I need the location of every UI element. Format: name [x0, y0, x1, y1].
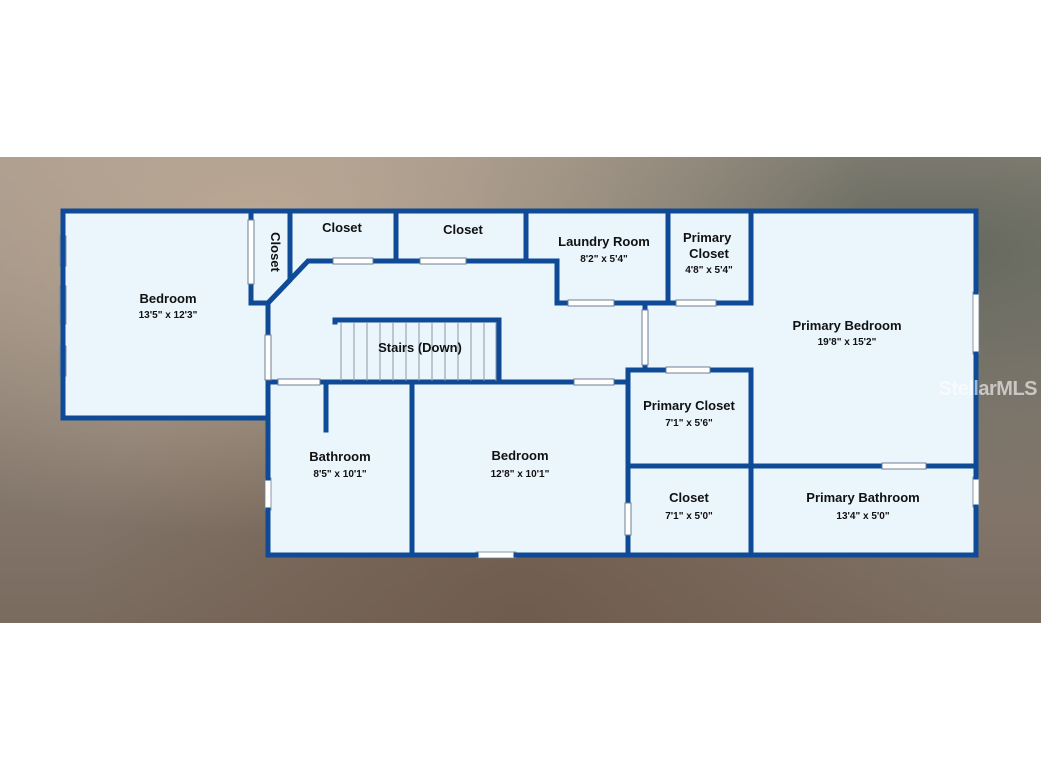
room-label-closet-a: Closet: [322, 220, 362, 235]
walls: [60, 208, 979, 558]
window: [264, 477, 272, 511]
interior-wall: [707, 367, 754, 558]
exterior-wall: [60, 415, 271, 481]
room-label-closet-small: Closet: [669, 490, 709, 505]
room-labels: Bedroom 13'5" x 12'3" Closet Closet Clos…: [139, 220, 920, 522]
room-dims-primary-bathroom: 13'4" x 5'0": [836, 511, 889, 522]
room-label-primary-bathroom: Primary Bathroom: [806, 490, 919, 505]
opening: [624, 502, 632, 536]
opening: [675, 299, 717, 307]
exterior-wall: [265, 507, 479, 558]
opening: [573, 378, 615, 386]
window: [972, 291, 980, 355]
room-dims-primary-closet-top: 4'8" x 5'4": [685, 265, 733, 276]
window: [475, 551, 517, 559]
opening: [567, 299, 615, 307]
opening: [332, 257, 374, 265]
opening: [247, 219, 255, 285]
opening: [277, 378, 321, 386]
opening: [665, 366, 711, 374]
watermark: StellarMLS: [938, 378, 1038, 400]
stairs-wall: [332, 317, 502, 385]
room-dims-laundry: 8'2" x 5'4": [580, 254, 628, 265]
room-label-primary-closet-mid: Primary Closet: [643, 398, 735, 413]
opening: [641, 309, 649, 366]
room-dims-bedroom-left: 13'5" x 12'3": [139, 310, 198, 321]
exterior-wall: [513, 504, 979, 558]
stair-treads: [340, 322, 497, 381]
room-dims-closet-small: 7'1" x 5'0": [665, 511, 713, 522]
interior-wall: [625, 367, 669, 506]
room-label-closet-b: Closet: [443, 222, 483, 237]
room-label-closet-vertical: Closet: [268, 232, 283, 272]
interior-wall: [248, 281, 271, 338]
room-label-bathroom: Bathroom: [309, 449, 370, 464]
opening: [881, 462, 927, 470]
room-label-stairs: Stairs (Down): [378, 340, 462, 355]
room-label-bedroom-middle: Bedroom: [491, 448, 548, 463]
label-line: Primary: [683, 230, 732, 245]
openings: [247, 219, 927, 536]
interior-wall: [713, 208, 754, 306]
room-dims-bedroom-middle: 12'8" x 10'1": [491, 469, 550, 480]
window: [972, 476, 980, 508]
room-dims-bathroom: 8'5" x 10'1": [313, 469, 366, 480]
opening: [264, 334, 272, 381]
room-label-bedroom-left: Bedroom: [139, 291, 196, 306]
room-label-primary-bedroom: Primary Bedroom: [792, 318, 901, 333]
opening: [419, 257, 467, 265]
room-dims-primary-bedroom: 19'8" x 15'2": [818, 337, 877, 348]
exterior-wall: [60, 208, 979, 421]
interior-wall: [264, 258, 336, 307]
label-line: Closet: [689, 246, 729, 261]
room-label-primary-closet-top: Primary Closet: [683, 230, 735, 261]
room-dims-primary-closet-mid: 7'1" x 5'6": [665, 418, 713, 429]
interior-wall: [463, 258, 571, 306]
room-label-laundry: Laundry Room: [558, 234, 650, 249]
